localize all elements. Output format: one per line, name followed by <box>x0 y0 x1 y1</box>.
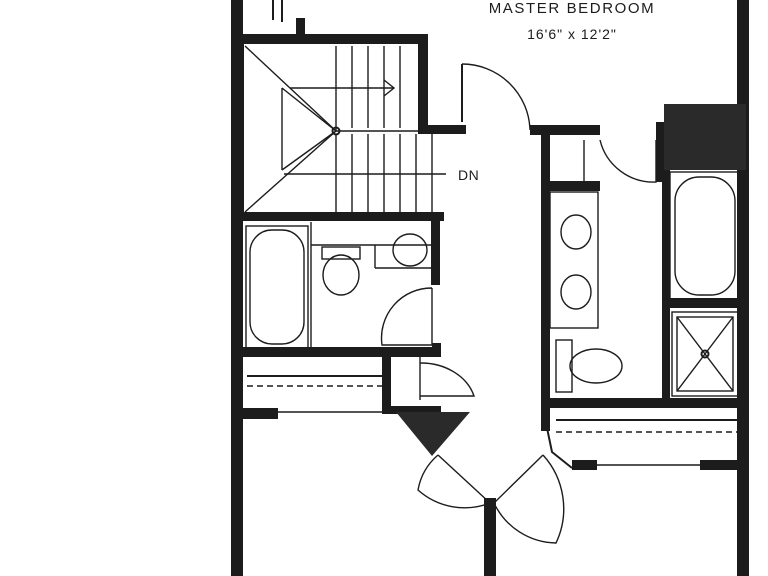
shower-drain <box>700 349 710 359</box>
master-bath <box>544 104 746 408</box>
master-door <box>461 63 531 131</box>
bathtub <box>245 225 309 349</box>
exterior-walls <box>231 0 749 576</box>
shower <box>671 311 739 397</box>
bathroom-door-swing <box>380 287 433 346</box>
left-bathroom <box>236 215 441 357</box>
bath-door-swing <box>599 139 657 183</box>
corridor-walls <box>530 125 745 470</box>
linen-closet <box>396 357 475 456</box>
vanity <box>549 191 599 329</box>
toilet <box>322 254 360 296</box>
chimney <box>664 104 746 170</box>
stair-treads <box>284 46 446 212</box>
sink <box>560 274 592 310</box>
right-closet <box>556 419 740 433</box>
toilet-tank <box>321 246 361 260</box>
sink <box>392 233 428 267</box>
sink <box>560 214 592 250</box>
left-closet <box>236 356 441 419</box>
toilet-tank <box>555 339 573 393</box>
stair-direction-arrow <box>290 79 396 97</box>
master-bedroom-dimensions: 16'6" x 12'2" <box>527 26 617 42</box>
top-stubs <box>272 0 305 38</box>
master-bedroom-label: MASTER BEDROOM <box>489 0 656 17</box>
toilet <box>569 348 623 384</box>
bathtub <box>669 171 741 301</box>
stair-direction-label: DN <box>458 167 479 183</box>
bedroom-doors <box>417 454 565 576</box>
